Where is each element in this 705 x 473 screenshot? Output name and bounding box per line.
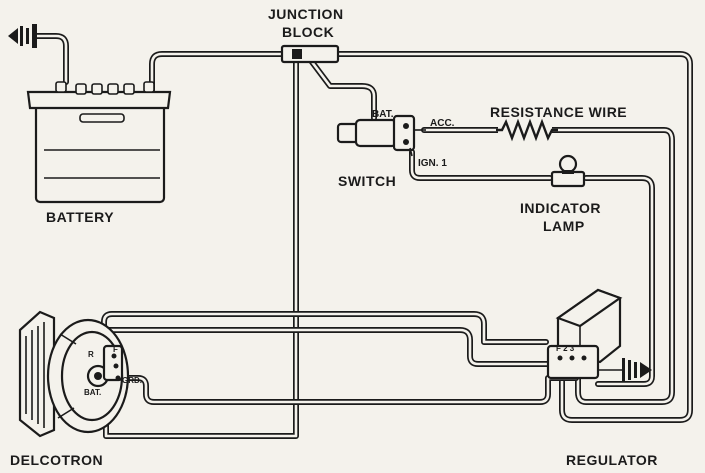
resistance-wire-label: RESISTANCE WIRE [490, 104, 627, 120]
ignition-switch-icon [336, 114, 426, 157]
delcotron-f-label: F [113, 345, 118, 354]
switch-label: SWITCH [338, 173, 396, 189]
delcotron-bat-label: BAT. [84, 388, 101, 397]
junction-block-label-line2: BLOCK [282, 24, 334, 40]
indicator-lamp-label-line1: INDICATOR [520, 200, 601, 216]
delcotron-grd-to-regulator [119, 375, 579, 405]
delcotron-grd-label: GRD. [122, 376, 142, 385]
junction-to-switch [309, 59, 377, 121]
regulator-terminals-label: F 2 3 [556, 344, 575, 353]
delcotron-label: DELCOTRON [10, 452, 103, 468]
junction-block-icon [280, 44, 340, 64]
switch-acc-label: ACC. [430, 118, 455, 129]
ground-icon [8, 24, 37, 48]
switch-bat-label: BAT. [372, 109, 394, 120]
battery-icon [26, 81, 172, 204]
switch-ign-label: IGN. 1 [418, 158, 447, 169]
wires [33, 33, 693, 439]
indicator-lamp-label-line2: LAMP [543, 218, 585, 234]
junction-block-label-line1: JUNCTION [268, 6, 344, 22]
regulator-label: REGULATOR [566, 452, 658, 468]
battery-label: BATTERY [46, 209, 114, 225]
battery-positive-cable [149, 51, 293, 93]
ground-icon [622, 358, 652, 382]
delcotron-r-label: R [88, 350, 94, 359]
delcotron-alternator-icon [18, 310, 130, 438]
voltage-regulator-icon [546, 288, 623, 380]
resistor-icon [496, 118, 558, 142]
battery-ground-cable [33, 33, 69, 85]
indicator-lamp-icon [550, 154, 586, 188]
